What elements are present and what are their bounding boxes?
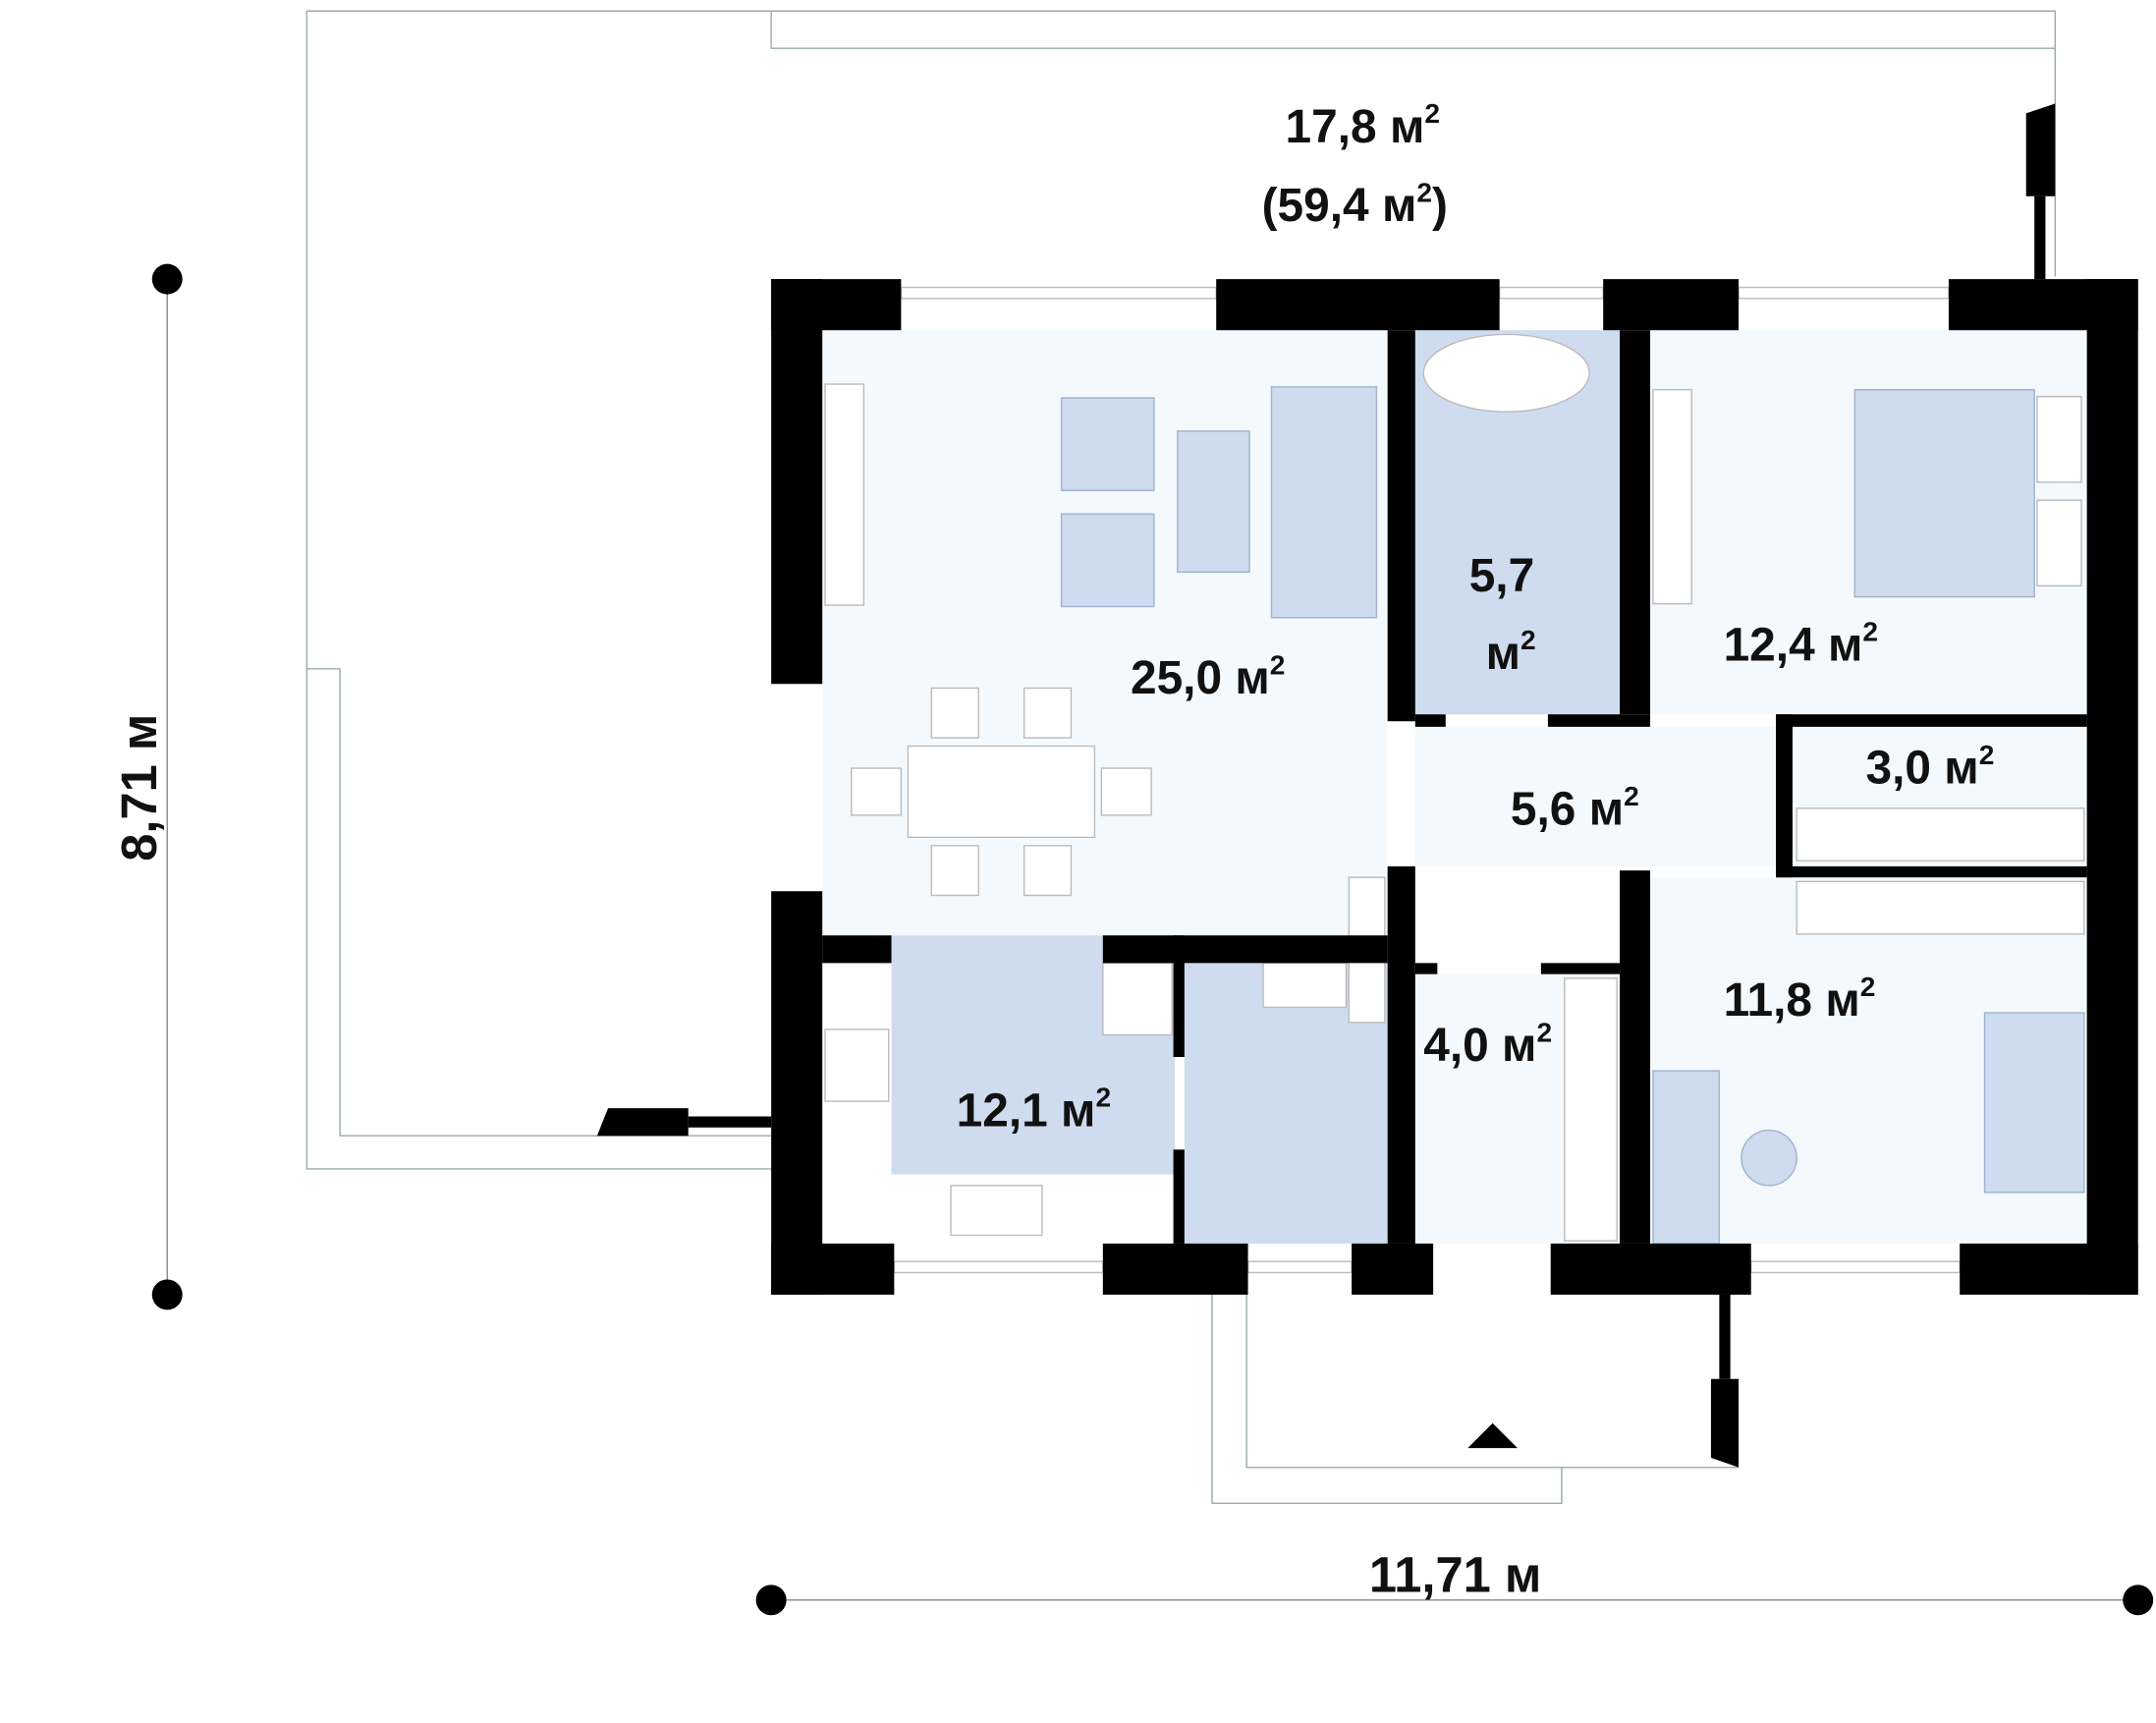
height-dimension-label: 8,71 м [111, 714, 167, 862]
width-dimension-label: 11,71 м [1369, 1546, 1541, 1602]
bedroom-area-label: 12,4 м2 [1724, 617, 1878, 672]
furniture [824, 333, 2085, 1245]
kitchen-area-label: 12,1 м2 [957, 1083, 1111, 1138]
hall-area-label: 5,6 м2 [1511, 781, 1639, 836]
bathroom-area-label: 5,7 [1469, 550, 1535, 602]
entrance-arrow-icon [1467, 1422, 1518, 1449]
vestibule-area-label: 4,0 м2 [1423, 1018, 1552, 1073]
bathroom-area-unit: м2 [1486, 625, 1536, 680]
wardrobe-area-label: 3,0 м2 [1866, 740, 1995, 795]
dimension-width [755, 1584, 2154, 1616]
pillars [596, 103, 2056, 1468]
terrace-area-label: 17,8 м2 [1286, 98, 1440, 153]
living-area-label: 25,0 м2 [1131, 649, 1285, 704]
room-area-label: 11,8 м2 [1724, 972, 1876, 1027]
total-area-label: (59,4 м2) [1262, 177, 1448, 232]
dimension-height [151, 263, 183, 1310]
walls [771, 279, 2138, 1295]
